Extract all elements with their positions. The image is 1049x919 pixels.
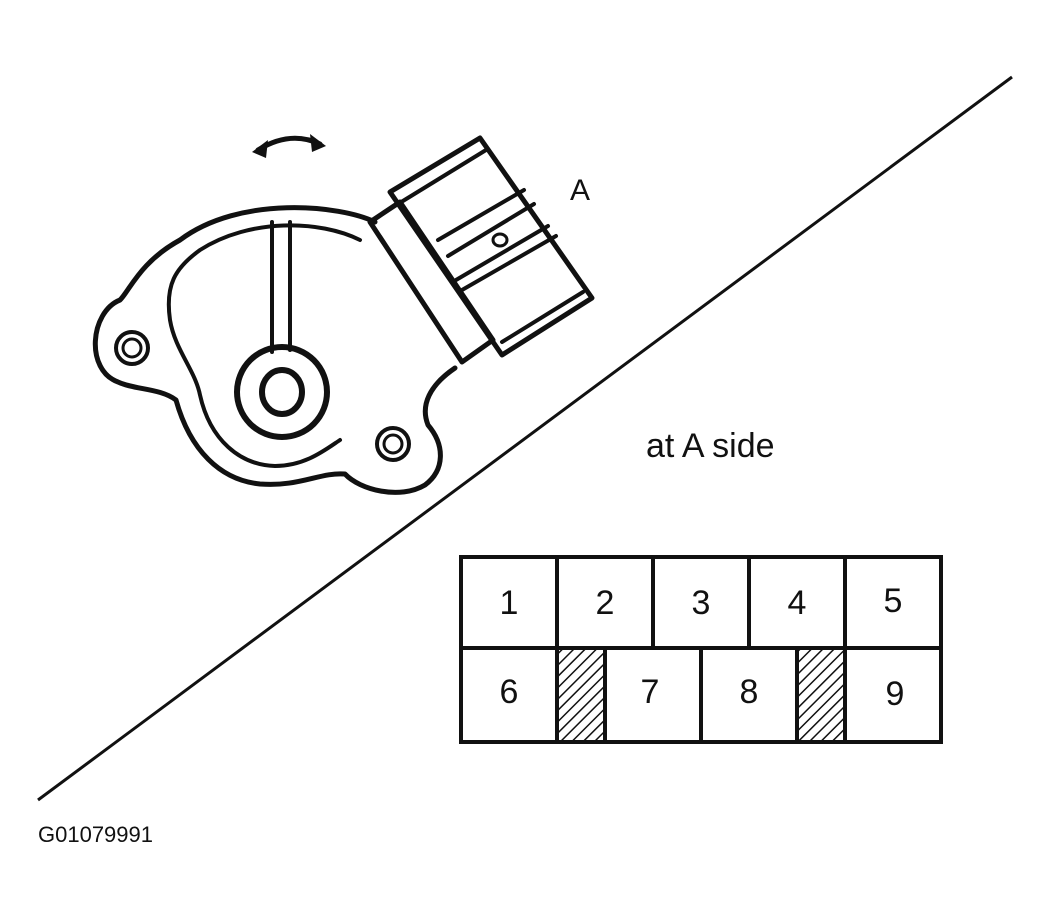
connector-label: A [570, 174, 590, 207]
terminal-2: 2 [596, 584, 615, 622]
sensor-shaft [234, 344, 330, 440]
terminal-3: 3 [692, 584, 711, 622]
left-mounting-hole [114, 330, 150, 366]
connector-face: 1 2 3 4 5 6 7 8 9 [459, 555, 943, 744]
terminal-5: 5 [884, 582, 903, 620]
terminal-9: 9 [886, 675, 905, 713]
rotation-arrow-icon [252, 134, 326, 158]
figure-code: G01079991 [38, 822, 153, 847]
sensor-body [92, 205, 458, 495]
terminal-8: 8 [740, 673, 759, 711]
view-label: at A side [646, 427, 775, 465]
divider-line [37, 75, 1013, 802]
terminal-1: 1 [500, 584, 519, 622]
connector-latch [491, 232, 509, 248]
blank-cavity-right [795, 646, 847, 744]
blank-cavity-left [555, 646, 607, 744]
right-mounting-hole [375, 426, 411, 462]
terminal-4: 4 [788, 584, 807, 622]
connector-a [367, 135, 595, 365]
terminal-6: 6 [500, 673, 519, 711]
terminal-7: 7 [641, 673, 660, 711]
